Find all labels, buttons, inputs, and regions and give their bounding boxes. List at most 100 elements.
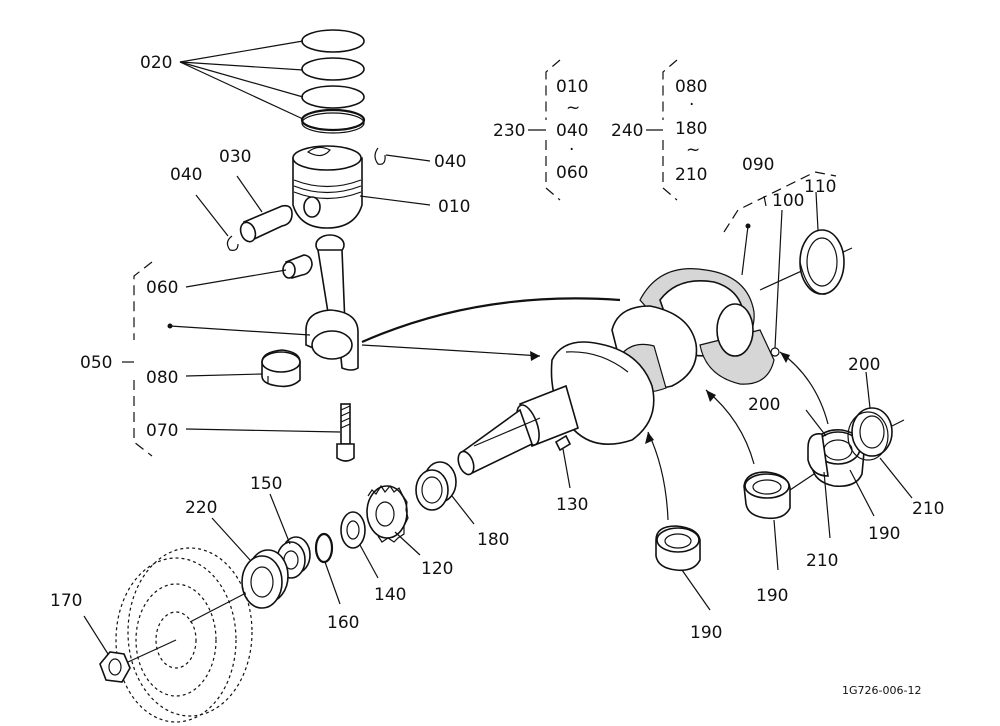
leader-180 <box>451 495 475 525</box>
set-230-item-1: 010 <box>556 77 588 97</box>
leader-160 <box>324 561 341 605</box>
leader-190-b <box>773 519 779 571</box>
leader-010 <box>359 195 431 206</box>
label-220: 220 <box>185 498 217 518</box>
label-090: 090 <box>742 155 774 175</box>
arrowhead-rod <box>530 351 540 361</box>
thrust-collar <box>340 511 366 549</box>
leader-100 <box>774 209 783 349</box>
label-200-b: 200 <box>848 355 880 375</box>
set-230-label: 230 <box>493 121 525 141</box>
crankshaft <box>457 247 853 476</box>
set-230-item-4: · <box>569 140 574 160</box>
set-230: 230 010 ~ 040 · 060 <box>493 59 588 201</box>
set-240-item-4: ~ <box>686 140 700 160</box>
leader-140 <box>359 544 379 579</box>
piston-rings <box>300 29 366 134</box>
label-210-b: 210 <box>806 551 838 571</box>
leader-040-right <box>385 154 431 162</box>
crankshaft-plug <box>770 347 780 357</box>
leader-110 <box>815 191 819 231</box>
feather-key <box>554 434 572 452</box>
label-150: 150 <box>250 474 282 494</box>
label-080: 080 <box>146 368 178 388</box>
leader-210-b <box>823 471 831 539</box>
leader-060 <box>185 269 287 288</box>
label-100: 100 <box>772 191 804 211</box>
assembly-arrow-rod-upper <box>361 297 621 344</box>
label-010: 010 <box>438 197 470 217</box>
leader-dot-050 <box>169 325 311 336</box>
set-230-item-5: 060 <box>556 163 588 183</box>
set-240-label: 240 <box>611 121 643 141</box>
circlip-left <box>226 235 239 251</box>
leader-190-c <box>849 469 875 517</box>
set-230-item-3: 040 <box>556 121 588 141</box>
set-240-item-5: 210 <box>675 165 707 185</box>
label-110: 110 <box>804 177 836 197</box>
piston-pin <box>239 204 293 243</box>
label-170: 170 <box>50 591 82 611</box>
leader-150 <box>269 493 291 545</box>
connecting-rod <box>305 234 359 371</box>
assembly-arrow-bearing-3 <box>779 351 829 425</box>
bracket-090 <box>723 171 837 233</box>
label-160: 160 <box>327 613 359 633</box>
label-140: 140 <box>374 585 406 605</box>
circlip-right <box>374 147 386 165</box>
rear-bearing-case <box>799 229 845 295</box>
front-bearing <box>415 461 457 511</box>
crankshaft-nut <box>99 639 177 683</box>
leader-dot-090 <box>741 225 749 276</box>
label-040-right: 040 <box>434 152 466 172</box>
crankshaft-gear <box>366 484 409 543</box>
big-end-bearing <box>261 349 301 388</box>
oil-seal <box>241 549 289 609</box>
set-230-item-2: ~ <box>566 98 580 118</box>
label-190-a: 190 <box>690 623 722 643</box>
label-020: 020 <box>140 53 172 73</box>
set-240-item-1: 080 <box>675 77 707 97</box>
leader-070 <box>185 428 341 433</box>
leader-130 <box>562 448 571 489</box>
assembly-arrow-bearing-2 <box>705 389 755 465</box>
leader-080-rod <box>185 373 263 377</box>
drawing-number: 1G726-006-12 <box>842 684 921 697</box>
main-bearing-1 <box>655 525 701 572</box>
axis-thrust <box>891 419 905 427</box>
set-240-item-2: · <box>689 95 694 115</box>
set-240-item-3: 180 <box>675 119 707 139</box>
o-ring <box>314 532 334 564</box>
leader-030 <box>236 175 263 213</box>
assembly-arrow-rod-lower <box>361 344 541 357</box>
leader-190-a <box>681 569 711 611</box>
leader-220 <box>211 517 251 561</box>
thrust-washer-pair <box>847 407 893 461</box>
leader-020 <box>179 40 304 120</box>
leader-170 <box>83 615 109 655</box>
label-040-left: 040 <box>170 165 202 185</box>
label-210-a: 210 <box>912 499 944 519</box>
label-070: 070 <box>146 421 178 441</box>
crankshaft-pulley <box>115 547 253 723</box>
leader-200-b <box>865 371 871 409</box>
leader-040-left <box>195 194 229 237</box>
assembly-arrow-bearing-1 <box>647 431 669 521</box>
connecting-rod-bolt <box>336 403 355 462</box>
label-190-b: 190 <box>756 586 788 606</box>
piston <box>292 145 363 229</box>
label-200-a: 200 <box>748 395 780 415</box>
leader-120 <box>394 531 421 556</box>
label-030: 030 <box>219 147 251 167</box>
main-bearing-2 <box>743 471 791 520</box>
set-240: 240 080 · 180 ~ 210 <box>611 59 707 201</box>
label-180: 180 <box>477 530 509 550</box>
label-130: 130 <box>556 495 588 515</box>
label-060: 060 <box>146 278 178 298</box>
bracket-050 <box>133 261 153 457</box>
leader-210-a <box>879 457 913 499</box>
label-050: 050 <box>80 353 112 373</box>
label-190-c: 190 <box>868 524 900 544</box>
label-120: 120 <box>421 559 453 579</box>
